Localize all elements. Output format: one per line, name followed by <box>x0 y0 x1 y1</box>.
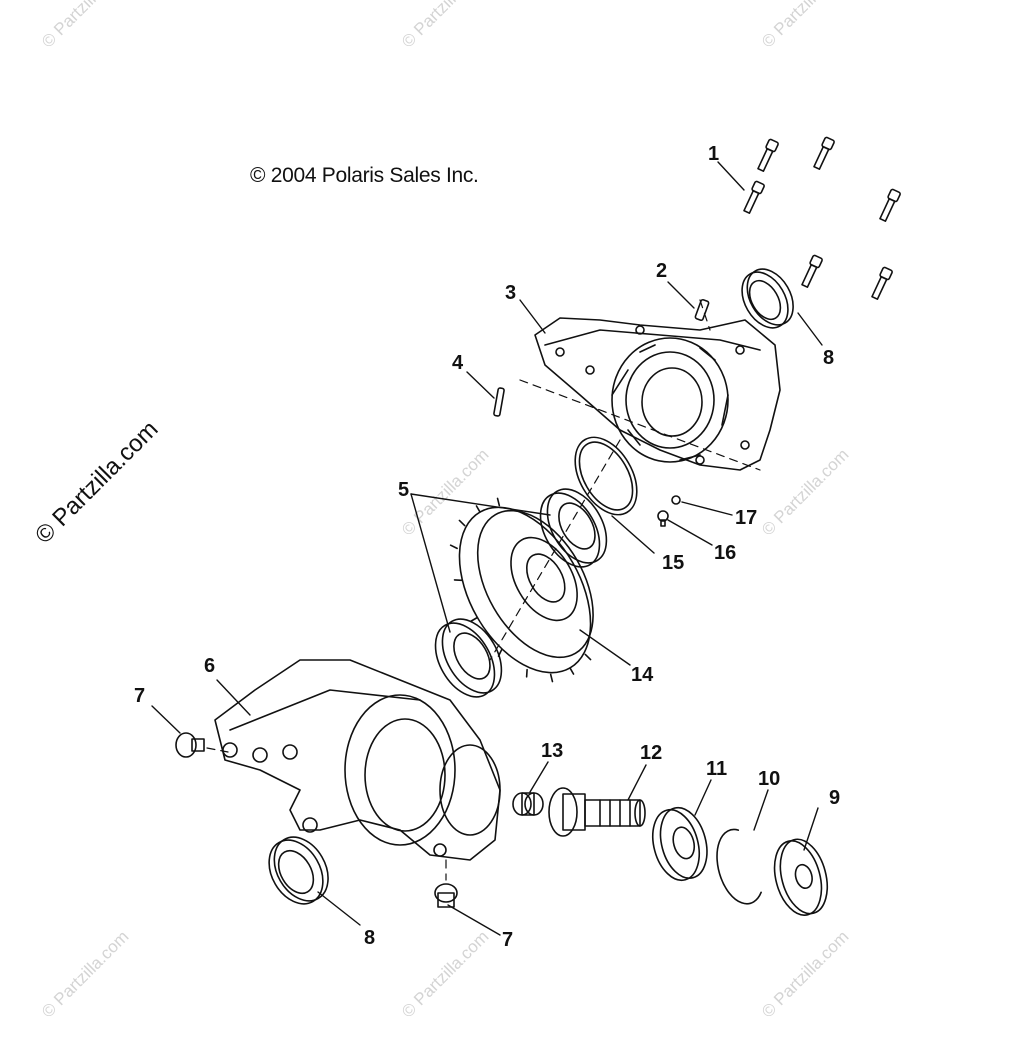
callout-11: 11 <box>706 758 728 780</box>
seal-8-top <box>741 268 794 329</box>
callout-13: 13 <box>541 740 564 762</box>
callout-15: 15 <box>662 552 685 574</box>
upper-housing-cover <box>534 317 781 471</box>
bolt-group <box>743 136 901 301</box>
callout-1: 1 <box>708 143 720 165</box>
plug-7-lower <box>434 883 458 908</box>
seal-8-lower <box>268 836 329 905</box>
bearing-5-lower <box>434 618 503 698</box>
callout-3: 3 <box>505 282 517 304</box>
callout-7-lower: 7 <box>502 929 514 951</box>
leader-lines <box>151 161 823 936</box>
callout-16: 16 <box>714 542 737 564</box>
callout-8-upper: 8 <box>823 347 835 369</box>
plug-7-upper <box>175 732 205 758</box>
callout-7-upper: 7 <box>134 685 146 707</box>
bushing-13 <box>512 792 544 816</box>
callout-10: 10 <box>758 768 781 790</box>
callout-8-lower: 8 <box>364 927 376 949</box>
washer-17 <box>671 495 681 505</box>
assembly-axis-lines <box>206 299 761 881</box>
retaining-ring-10 <box>716 828 762 905</box>
dowel-pin-4 <box>493 387 505 417</box>
pinion-shaft-12 <box>548 787 646 837</box>
screw-16 <box>657 510 669 527</box>
bearing-11 <box>651 806 708 882</box>
shim-ring-15 <box>574 436 638 516</box>
callout-9: 9 <box>829 787 841 809</box>
callout-4: 4 <box>452 352 464 374</box>
callout-2: 2 <box>656 260 668 282</box>
ring-gear-14 <box>449 497 594 683</box>
copyright-notice: © 2004 Polaris Sales Inc. <box>250 164 479 187</box>
callout-12: 12 <box>640 742 663 764</box>
callout-5: 5 <box>398 479 410 501</box>
callout-14: 14 <box>631 664 654 686</box>
dowel-pin-2 <box>694 298 710 322</box>
seal-9 <box>773 838 829 916</box>
main-housing-6 <box>214 659 501 861</box>
callout-17: 17 <box>735 507 758 529</box>
callout-6: 6 <box>204 655 216 677</box>
